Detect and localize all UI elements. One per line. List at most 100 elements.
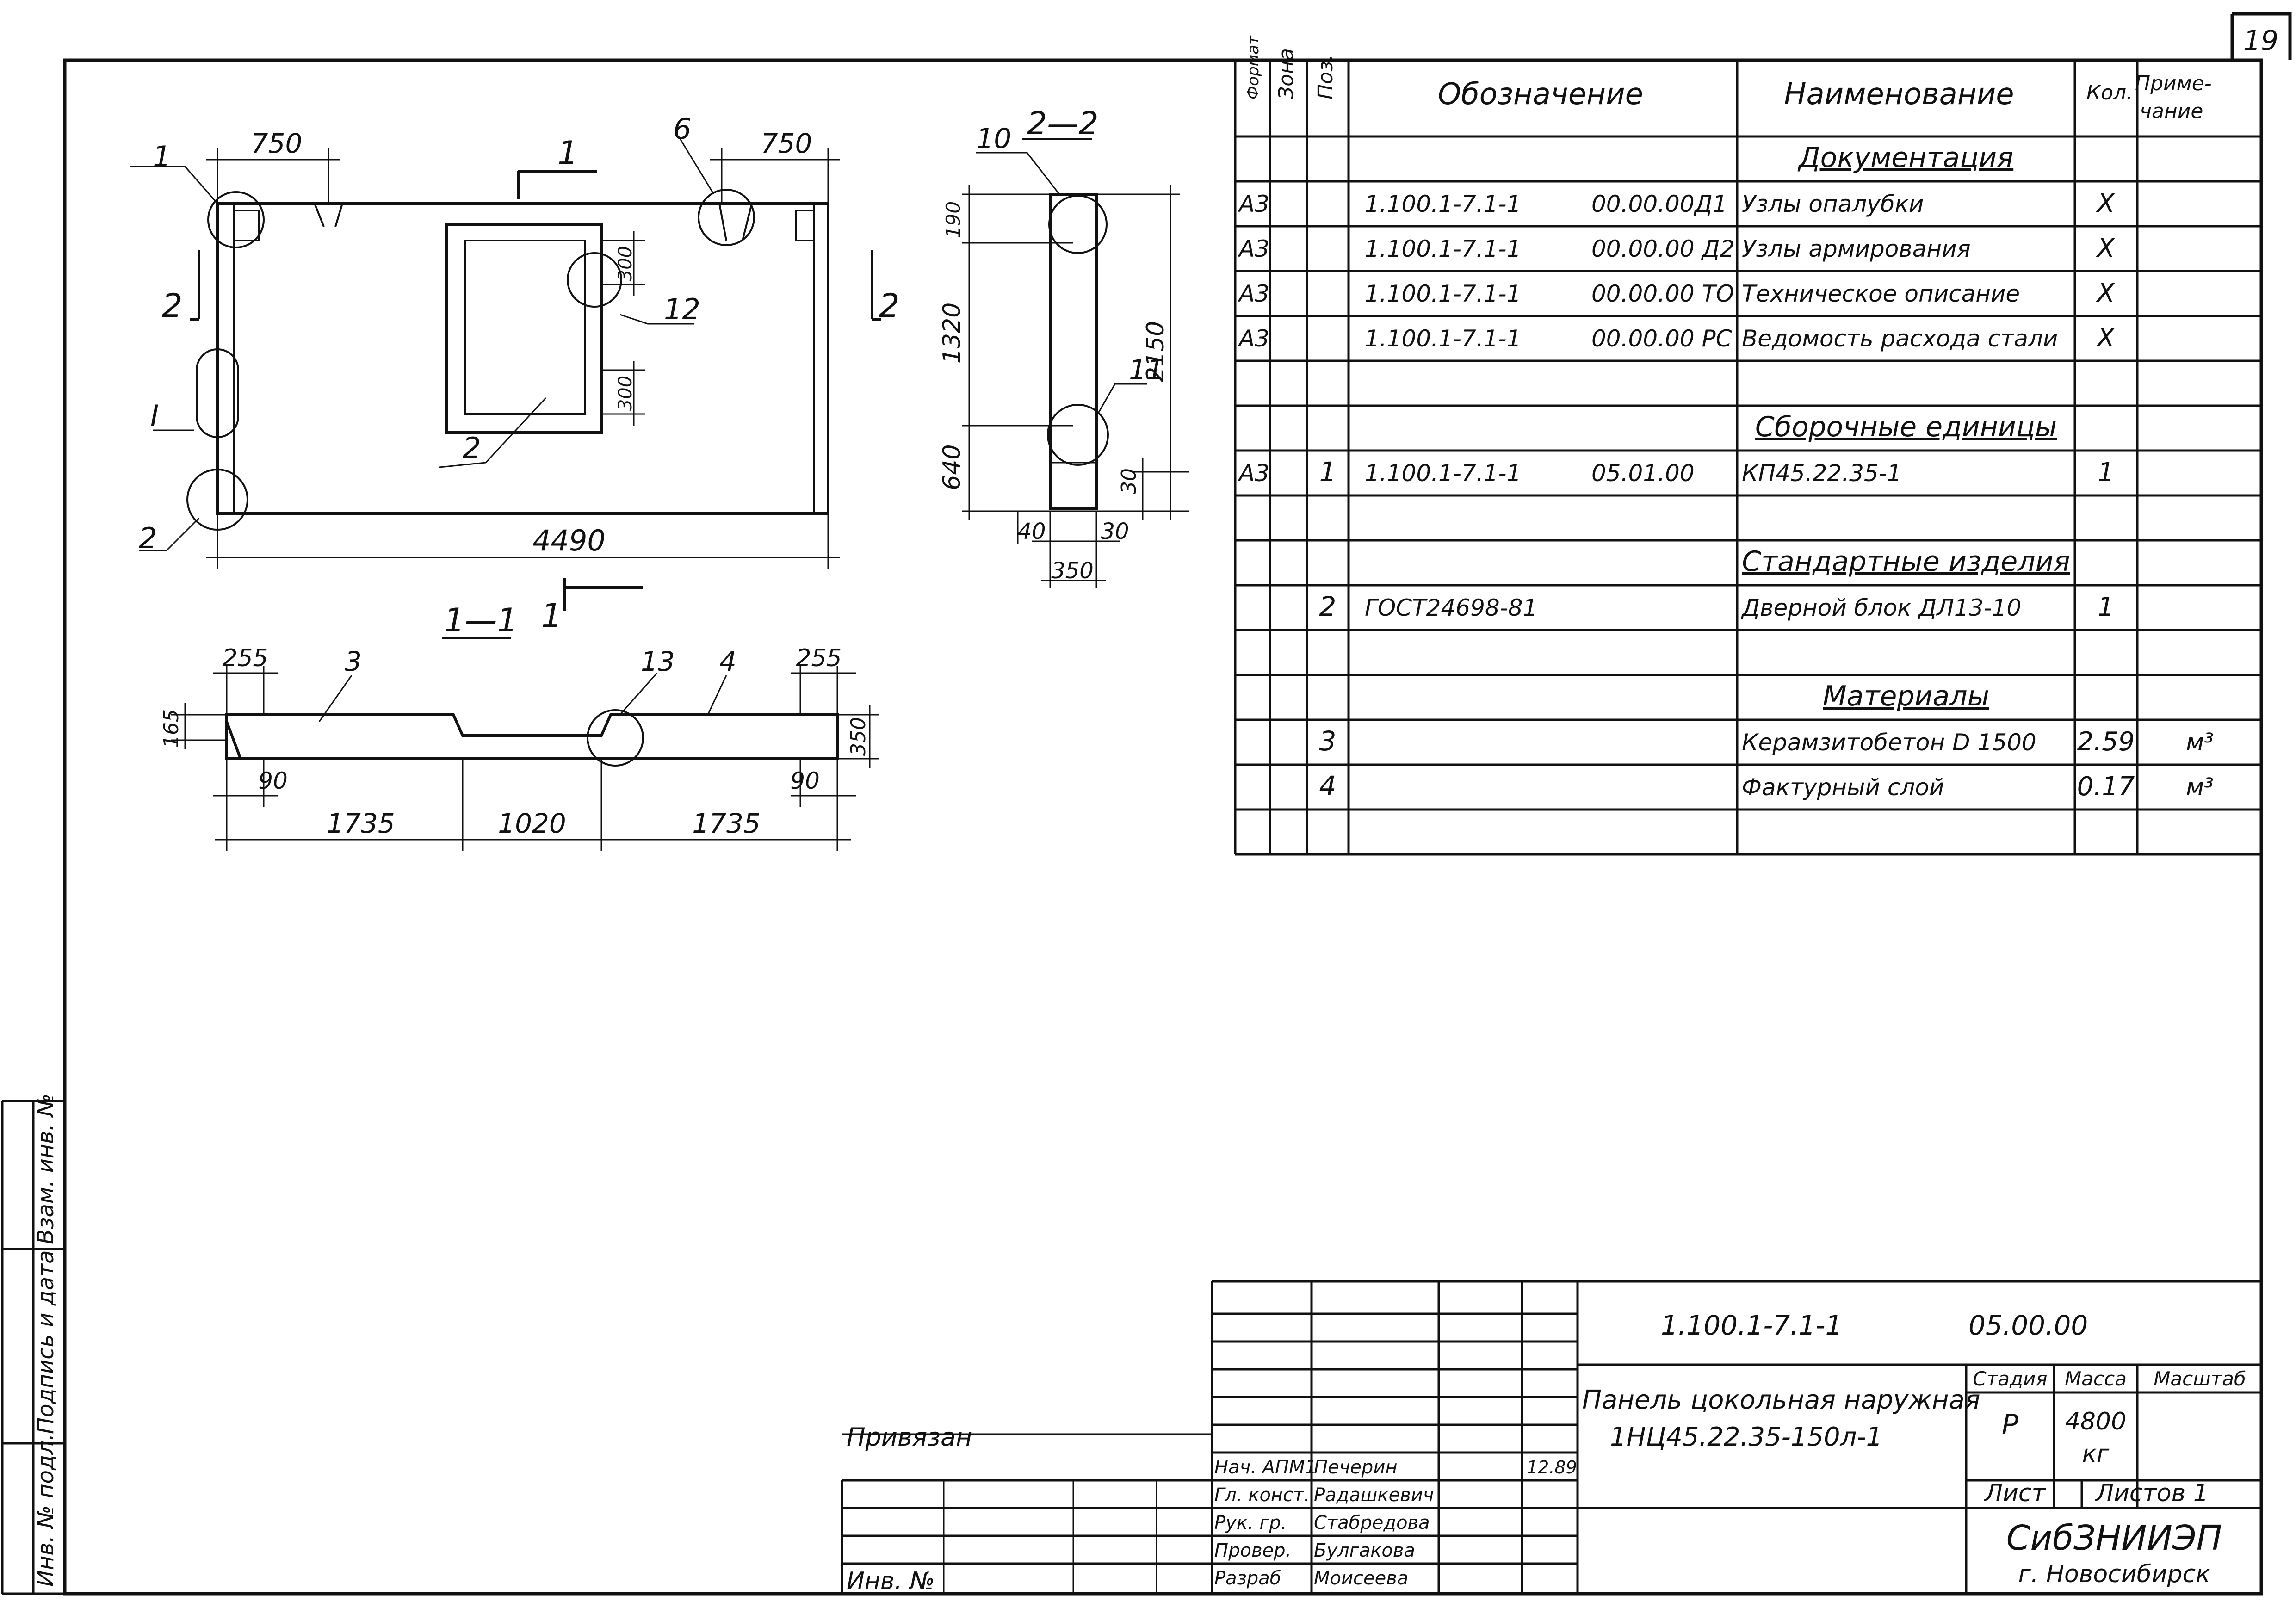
tb-mass: 4800 (2065, 1408, 2126, 1435)
s22-callout-11: 11 (1129, 354, 1164, 386)
spec-cell-designation: 1.100.1-7.1-1 (1365, 280, 1521, 307)
tb-privyazan: Привязан (847, 1422, 972, 1452)
cut-label-roman-1: I (150, 399, 159, 433)
spec-cell-format: А3 (1238, 280, 1269, 307)
section-2-2-nodes (1047, 195, 1109, 466)
tb-signatory-name: Радашкевич (1314, 1484, 1434, 1506)
s22-dim-1320: 1320 (938, 303, 966, 364)
plan-callout-6: 6 (673, 112, 691, 146)
spec-cell-name: Техническое описание (1742, 280, 2020, 307)
spec-cell-qty: 1 (2098, 458, 2114, 488)
s22-dim-640: 640 (938, 444, 966, 490)
spec-cell-format: А3 (1238, 191, 1269, 217)
spec-cell-name: КП45.22.35-1 (1742, 460, 1902, 487)
spec-cell-designation: 1.100.1-7.1-1 (1365, 460, 1521, 487)
spec-cell-qty: X (2096, 323, 2116, 353)
tb-sheet-label: Лист (1984, 1479, 2046, 1507)
tb-signatory-name: Стабредова (1314, 1512, 1430, 1534)
s22-dim-2150: 2150 (1142, 321, 1170, 382)
spec-cell-designation: ГОСТ24698-81 (1365, 594, 1537, 621)
spec-cell-format: А3 (1238, 235, 1269, 262)
tb-signatory-name: Моисеева (1314, 1568, 1408, 1589)
plan-dim-4490: 4490 (532, 524, 606, 557)
spec-cell-designation-code: 00.00.00 ТО (1591, 280, 1734, 307)
s11-dim-1735-right: 1735 (692, 808, 761, 839)
s22-dim-190: 190 (942, 201, 965, 238)
spec-cell-designation-code: 00.00.00 РС (1591, 325, 1732, 352)
tb-inv-no: Инв. № (847, 1567, 935, 1595)
spec-header-note-1: Приме- (2135, 72, 2212, 95)
spec-cell-note: м³ (2186, 773, 2214, 801)
spec-cell-name: Керамзитобетон D 1500 (1742, 729, 2036, 756)
tb-signatory-role: Гл. конст. (1214, 1484, 1310, 1506)
cut-label-2-left: 2 (162, 287, 183, 325)
tb-signatory-role: Разраб (1214, 1568, 1281, 1589)
spec-cell-qty: 1 (2098, 592, 2114, 622)
spec-cell-designation: 1.100.1-7.1-1 (1365, 191, 1521, 217)
spec-cell-pos: 3 (1319, 725, 1337, 757)
plan-view (216, 202, 829, 515)
s11-dim-1735-left: 1735 (327, 808, 395, 839)
spec-section-title: Материалы (1823, 680, 1989, 712)
plan-dim-750-left: 750 (251, 128, 303, 159)
s11-dim-1020: 1020 (498, 808, 566, 839)
section-1-1-view (225, 713, 839, 760)
cut-label-1-bottom: 1 (541, 597, 562, 635)
cut-markers (190, 170, 881, 611)
tb-signatory-role: Нач. АПМ1 (1214, 1457, 1317, 1478)
plan-callout-12: 12 (664, 292, 700, 326)
spec-cell-pos: 1 (1319, 456, 1337, 488)
section-1-1-title: 1—1 (444, 601, 518, 639)
tb-stage-label: Стадия (1973, 1367, 2047, 1390)
tb-signatory-role: Провер. (1214, 1540, 1291, 1561)
s11-dim-165: 165 (160, 709, 183, 748)
side-podpis-data: Подпись и дата (33, 1250, 59, 1434)
tb-org: СибЗНИИЭП (2006, 1518, 2222, 1558)
spec-cell-name: Ведомость расхода стали (1742, 325, 2058, 352)
section-2-2-title: 2—2 (1027, 105, 1099, 142)
spec-cell-designation: 1.100.1-7.1-1 (1365, 235, 1521, 262)
tb-signatory-role: Рук. гр. (1214, 1512, 1287, 1534)
spec-cell-qty: 2.59 (2077, 727, 2135, 757)
spec-header-format: Формат (1244, 35, 1262, 99)
tb-signatory-name: Булгакова (1314, 1540, 1415, 1561)
spec-cell-name: Фактурный слой (1742, 774, 1944, 801)
plan-callout-2-left: 2 (139, 521, 157, 555)
spec-header-zone: Зона (1275, 48, 1298, 99)
s11-callout-3: 3 (345, 646, 362, 677)
spec-cell-designation-code: 00.00.00Д1 (1591, 191, 1727, 217)
spec-cell-name: Узлы армирования (1742, 235, 1971, 262)
spec-cell-qty: X (2096, 278, 2116, 308)
spec-header-name: Наименование (1784, 77, 2014, 111)
section-1-1-dimensions (171, 666, 879, 851)
s11-dim-350: 350 (847, 717, 870, 756)
title-block-grid (841, 1280, 2261, 1594)
s11-callout-4: 4 (719, 646, 736, 677)
spec-cell-pos: 2 (1319, 591, 1337, 622)
plan-callout-2-opening: 2 (463, 431, 481, 465)
spec-cell-pos: 4 (1319, 770, 1337, 802)
plan-callout-circles (186, 189, 755, 531)
s11-dim-90-left: 90 (258, 767, 288, 794)
s22-dim-40: 40 (1017, 519, 1046, 544)
spec-cell-format: А3 (1238, 325, 1269, 352)
s22-dim-30-right: 30 (1117, 468, 1141, 494)
plan-callout-1: 1 (153, 140, 171, 173)
s11-dim-255-right: 255 (796, 644, 842, 672)
spec-table-grid (1234, 59, 2263, 856)
tb-date: 12.89 (1527, 1457, 1577, 1478)
spec-header-pos: Поз. (1314, 55, 1337, 99)
side-stamp (1, 1100, 65, 1595)
s11-node-13 (587, 709, 644, 767)
plan-dim-300-top: 300 (615, 246, 636, 281)
spec-cell-note: м³ (2186, 729, 2214, 756)
plan-leaders (130, 138, 713, 551)
spec-section-title: Документация (1797, 142, 2013, 174)
section-2-2-dimensions (962, 152, 1189, 588)
cut-label-1-top: 1 (557, 134, 578, 172)
spec-cell-qty: X (2096, 188, 2116, 218)
tb-code: 1.100.1-7.1-1 (1661, 1310, 1842, 1341)
spec-cell-designation: 1.100.1-7.1-1 (1365, 325, 1521, 352)
